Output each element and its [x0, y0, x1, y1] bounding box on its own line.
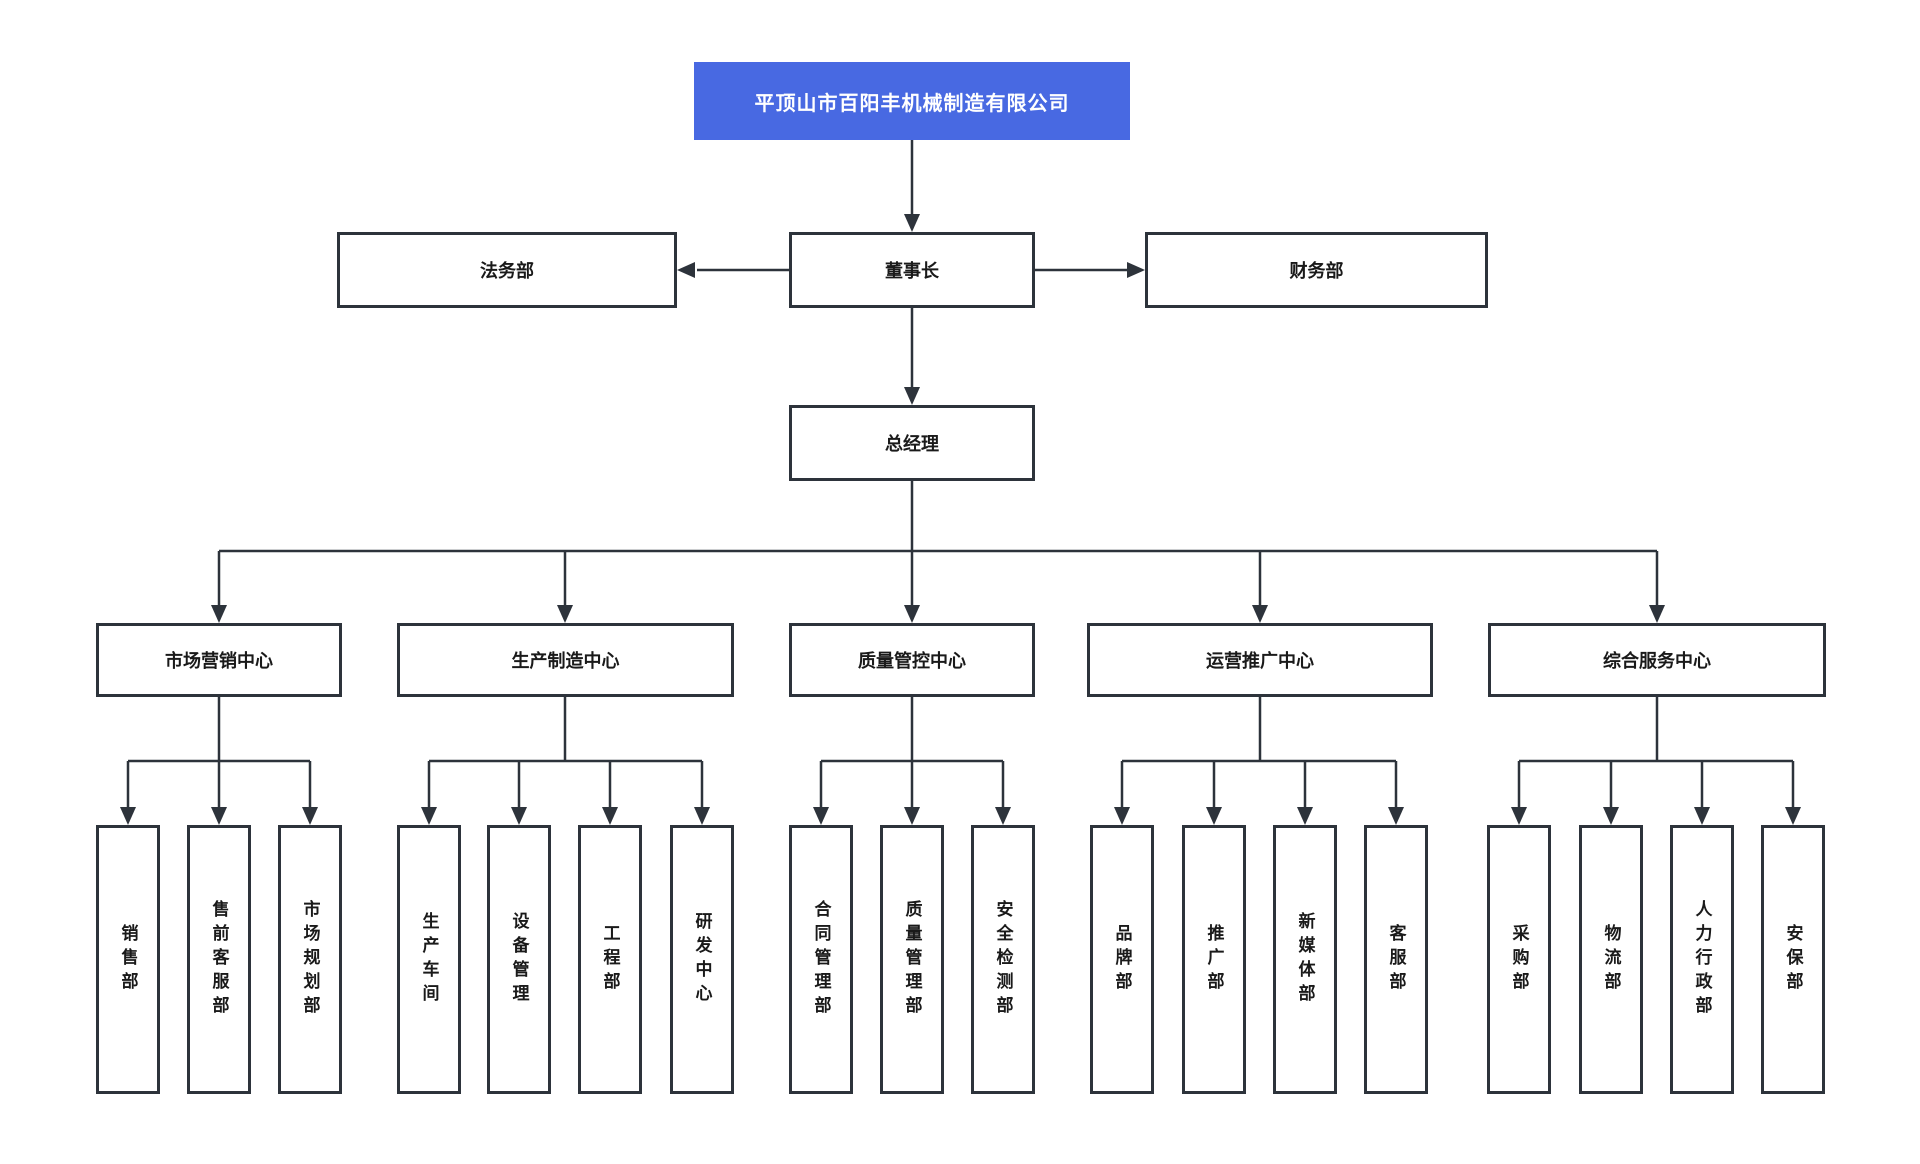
node-equipment-management: 设备管理 — [487, 825, 551, 1094]
hr-admin-dept-label: 人力行政部 — [1692, 899, 1712, 1020]
connector-quality-depts — [813, 697, 1011, 825]
node-safety-inspection-dept: 安全检测部 — [971, 825, 1035, 1094]
connector-chairman-finance — [1035, 262, 1145, 278]
general-manager-label: 总经理 — [885, 434, 939, 454]
node-rd-center: 研发中心 — [670, 825, 734, 1094]
node-chairman: 董事长 — [789, 232, 1035, 308]
production-workshop-label: 生产车间 — [419, 911, 439, 1008]
connector-production-depts — [421, 697, 710, 825]
new-media-dept-label: 新媒体部 — [1295, 911, 1315, 1008]
finance-dept-label: 财务部 — [1289, 261, 1344, 281]
node-services-center: 综合服务中心 — [1488, 623, 1826, 697]
procurement-dept-label: 采购部 — [1509, 923, 1529, 996]
safety-inspection-dept-label: 安全检测部 — [993, 899, 1013, 1020]
company-name-label: 平顶山市百阳丰机械制造有限公司 — [754, 92, 1070, 115]
contract-management-dept-label: 合同管理部 — [811, 899, 831, 1020]
brand-dept-label: 品牌部 — [1112, 923, 1132, 996]
node-engineering-dept: 工程部 — [578, 825, 642, 1094]
connector-operations-depts — [1114, 697, 1404, 825]
node-quality-center: 质量管控中心 — [789, 623, 1035, 697]
node-promotion-dept: 推广部 — [1182, 825, 1246, 1094]
equipment-management-label: 设备管理 — [509, 911, 529, 1008]
sales-dept-label: 销售部 — [118, 923, 138, 996]
chairman-label: 董事长 — [885, 261, 939, 281]
node-hr-admin-dept: 人力行政部 — [1670, 825, 1734, 1094]
node-production-center: 生产制造中心 — [397, 623, 734, 697]
node-new-media-dept: 新媒体部 — [1273, 825, 1337, 1094]
node-operations-center: 运营推广中心 — [1087, 623, 1433, 697]
node-security-dept: 安保部 — [1761, 825, 1825, 1094]
node-quality-management-dept: 质量管理部 — [880, 825, 944, 1094]
services-center-label: 综合服务中心 — [1603, 651, 1711, 671]
connector-chairman-legal — [677, 262, 789, 278]
connector-chairman-gm — [904, 308, 920, 405]
node-contract-management-dept: 合同管理部 — [789, 825, 853, 1094]
node-presales-service-dept: 售前客服部 — [187, 825, 251, 1094]
node-finance-dept: 财务部 — [1145, 232, 1488, 308]
node-brand-dept: 品牌部 — [1090, 825, 1154, 1094]
promotion-dept-label: 推广部 — [1204, 923, 1224, 996]
node-sales-dept: 销售部 — [96, 825, 160, 1094]
node-customer-service-dept: 客服部 — [1364, 825, 1428, 1094]
legal-dept-label: 法务部 — [480, 261, 534, 281]
production-center-label: 生产制造中心 — [511, 651, 620, 671]
node-market-planning-dept: 市场规划部 — [278, 825, 342, 1094]
logistics-dept-label: 物流部 — [1601, 923, 1621, 996]
rd-center-label: 研发中心 — [692, 911, 712, 1008]
connector-gm-centers — [211, 481, 1665, 623]
customer-service-dept-label: 客服部 — [1386, 923, 1406, 996]
connector-services-depts — [1511, 697, 1801, 825]
quality-center-label: 质量管控中心 — [858, 651, 966, 671]
market-planning-dept-label: 市场规划部 — [300, 899, 320, 1020]
node-procurement-dept: 采购部 — [1487, 825, 1551, 1094]
security-dept-label: 安保部 — [1783, 923, 1803, 996]
presales-service-dept-label: 售前客服部 — [209, 899, 229, 1020]
node-legal-dept: 法务部 — [337, 232, 677, 308]
node-marketing-center: 市场营销中心 — [96, 623, 342, 697]
connector-marketing-depts — [120, 697, 318, 825]
operations-center-label: 运营推广中心 — [1206, 651, 1314, 671]
connector-root-chairman — [904, 140, 920, 232]
node-general-manager: 总经理 — [789, 405, 1035, 481]
node-company-root: 平顶山市百阳丰机械制造有限公司 — [694, 62, 1130, 140]
node-logistics-dept: 物流部 — [1579, 825, 1643, 1094]
marketing-center-label: 市场营销中心 — [165, 651, 273, 671]
quality-management-dept-label: 质量管理部 — [902, 899, 922, 1020]
engineering-dept-label: 工程部 — [600, 923, 620, 996]
node-production-workshop: 生产车间 — [397, 825, 461, 1094]
